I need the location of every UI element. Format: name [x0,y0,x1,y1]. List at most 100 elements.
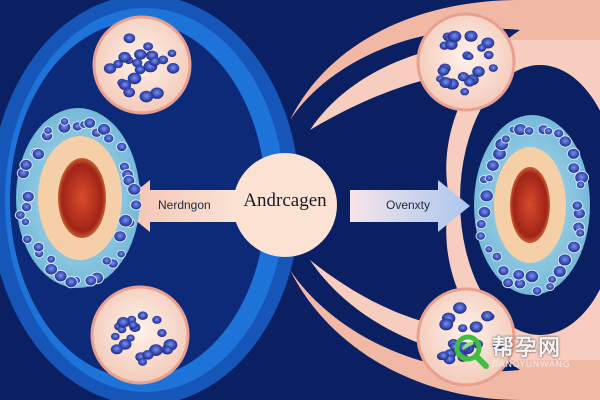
cell [469,321,483,333]
cell [484,174,494,183]
cell [557,253,573,267]
left-arrow [118,180,240,232]
cell [481,311,494,322]
cell [500,134,511,144]
cell [44,262,59,276]
cell [575,228,586,238]
cell [543,126,554,136]
cell [477,44,487,52]
cell [553,128,565,139]
cell [103,63,117,74]
cell [152,315,162,324]
cell [447,30,462,43]
cell [43,126,53,135]
cell [59,117,70,126]
center-disc [233,153,337,257]
cell [502,277,515,289]
cell [96,122,112,136]
right-tissue-cells [475,123,590,296]
cell [464,30,478,42]
cell [22,234,33,245]
cell [167,49,177,58]
cell [117,317,130,328]
cell [497,265,510,277]
cell [123,87,136,98]
cell [126,334,135,342]
cell [20,217,31,227]
cell [123,33,136,44]
left-arrow-label: Nerdngon [158,198,211,212]
cell [439,77,453,89]
cell [139,90,154,103]
cell [128,321,138,329]
cell [571,200,584,211]
cell [64,276,78,289]
cell [523,126,535,136]
cell [439,318,454,331]
right-arrow [350,180,470,232]
left-tissue [14,108,143,289]
cell [115,141,128,153]
cell [149,56,161,67]
cell [113,59,123,69]
cell [113,230,127,243]
cell [453,302,467,314]
cell [472,66,485,77]
cell [53,269,68,283]
cell [552,265,567,278]
circle-top-left [92,15,192,115]
cell [31,148,46,161]
left-tissue-cells [14,117,143,289]
cell [512,268,526,281]
right-arrow-label: Ovenxty [386,198,431,212]
cell [127,72,142,85]
cell [20,202,33,213]
cell [157,55,169,65]
cell [492,340,504,350]
cell [486,159,500,172]
cell [138,358,148,366]
cell [531,286,543,296]
cell [475,218,487,230]
circle-bottom-left [90,285,190,385]
center-label: Andrcagen [243,190,327,211]
cell [566,147,581,160]
cell [491,251,503,262]
cell [137,311,148,320]
cell [127,182,142,196]
watermark-subtitle: BANGYUNWANG [492,360,571,370]
watermark: 帮孕网 BANGYUNWANG [452,330,592,378]
search-leaf-icon [454,334,489,369]
cell [567,240,581,254]
cell [575,180,586,190]
right-tissue [474,115,590,296]
cell [150,87,164,99]
cell [110,344,123,355]
cell [524,269,540,284]
cell [438,351,449,361]
cell [103,133,115,144]
cell [32,241,45,253]
cell [101,256,112,266]
cell [479,189,494,203]
cell [84,274,98,287]
cell [166,63,180,74]
cell [464,77,476,87]
watermark-title: 帮孕网 [492,336,562,361]
cell [484,245,494,254]
cell [46,254,57,264]
cell [458,324,468,333]
cell [110,332,120,341]
cell [475,231,486,241]
cell [130,199,143,211]
cell [157,329,167,338]
cell [143,42,154,51]
cell [118,51,132,63]
cell [545,282,555,292]
cell [134,65,146,75]
cell [465,52,474,61]
cell [116,249,126,259]
cell [477,206,492,219]
